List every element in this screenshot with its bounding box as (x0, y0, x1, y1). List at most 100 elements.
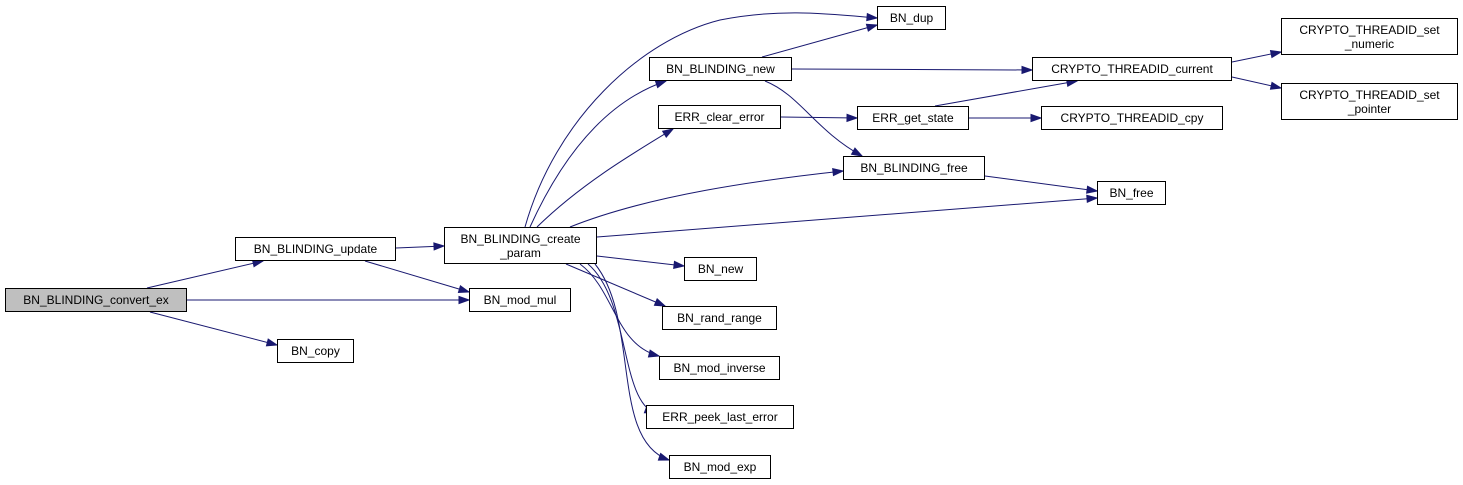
edge-update-to-mod_mul (364, 260, 471, 294)
node-bn-blinding-convert-ex: BN_BLINDING_convert_ex (5, 288, 187, 312)
node-crypto-threadid-cpy[interactable]: CRYPTO_THREADID_cpy (1041, 106, 1223, 130)
edge-err_clear_error-to-err_get_state (780, 113, 859, 123)
node-crypto-threadid-set-pointer[interactable]: CRYPTO_THREADID_set _pointer (1281, 83, 1458, 120)
edge-line (764, 80, 863, 157)
edge-create_param-to-bn_new (596, 255, 686, 269)
edge-line (524, 12, 878, 228)
edge-arrowhead (1021, 65, 1034, 75)
node-err-get-state[interactable]: ERR_get_state (857, 106, 969, 130)
node-bn-blinding-update[interactable]: BN_BLINDING_update (235, 237, 396, 261)
edge-arrowhead (647, 349, 661, 358)
node-label: BN_BLINDING_free (860, 161, 968, 175)
edge-blinding_free-to-bn_free (984, 175, 1099, 194)
edge-arrowhead (1086, 194, 1099, 204)
edge-err_get_state-to-threadid_cpy (969, 113, 1043, 123)
edge-line (596, 197, 1098, 238)
node-bn-rand-range[interactable]: BN_rand_range (662, 306, 777, 330)
node-label: BN_mod_exp (683, 460, 757, 474)
edge-arrowhead (458, 295, 471, 305)
node-crypto-threadid-set-numeric[interactable]: CRYPTO_THREADID_set _numeric (1281, 18, 1458, 55)
edge-line (149, 311, 278, 346)
node-label-line1: CRYPTO_THREADID_set (1299, 87, 1440, 102)
node-label: BN_dup (889, 11, 934, 25)
node-label: BN_free (1109, 186, 1154, 200)
node-label: BN_new (697, 262, 744, 276)
node-label: BN_copy (291, 344, 340, 358)
edge-create_param-to-dup (524, 12, 879, 228)
node-bn-mod-mul[interactable]: BN_mod_mul (469, 288, 571, 312)
edge-convert_ex-to-mod_mul (187, 295, 471, 305)
edge-arrowhead (654, 80, 668, 89)
edge-line (984, 175, 1098, 192)
edge-line (579, 263, 660, 357)
edge-arrowhead (457, 284, 471, 294)
edge-line (761, 24, 878, 58)
node-label: CRYPTO_THREADID_cpy (1060, 111, 1204, 125)
node-label: BN_rand_range (677, 311, 762, 325)
edge-err_get_state-to-threadid_current (934, 78, 1079, 107)
edge-line (587, 263, 656, 414)
edge-create_param-to-blinding_free (569, 167, 845, 228)
node-label: BN_mod_inverse (673, 361, 766, 375)
node-label: BN_mod_mul (483, 293, 557, 307)
node-label: ERR_get_state (872, 111, 954, 125)
node-bn-blinding-create-param[interactable]: BN_BLINDING_create _param (444, 227, 597, 264)
edge-line (791, 68, 1033, 71)
edge-create_param-to-err_clear_error (536, 128, 675, 228)
node-label-line2: _pointer (1347, 101, 1392, 116)
edge-line (569, 170, 844, 228)
edge-arrowhead (866, 12, 879, 22)
node-bn-copy[interactable]: BN_copy (277, 339, 354, 363)
node-label: BN_BLINDING_update (253, 242, 378, 256)
node-label-line1: BN_BLINDING_create (460, 231, 581, 246)
node-crypto-threadid-current[interactable]: CRYPTO_THREADID_current (1032, 57, 1232, 81)
edge-arrowhead (661, 128, 675, 139)
node-label-line2: _param (500, 245, 541, 260)
edge-arrowhead (1269, 49, 1283, 59)
edge-threadid_current-to-threadid_set_pointer (1231, 76, 1283, 90)
node-bn-blinding-free[interactable]: BN_BLINDING_free (843, 156, 985, 180)
node-bn-free[interactable]: BN_free (1097, 181, 1166, 205)
edge-blinding_new-to-blinding_free (764, 80, 864, 157)
edge-line (565, 263, 666, 307)
edge-arrowhead (673, 260, 686, 269)
edge-create_param-to-mod_inverse (579, 263, 661, 358)
node-bn-dup[interactable]: BN_dup (877, 6, 946, 30)
edge-line (146, 260, 264, 289)
node-label-line2: _numeric (1344, 36, 1395, 51)
edge-arrowhead (832, 167, 845, 177)
edge-blinding_new-to-threadid_current (791, 65, 1034, 75)
edge-line (780, 116, 858, 119)
edge-line (934, 80, 1078, 107)
edge-create_param-to-rand_range (565, 263, 667, 307)
edge-line (536, 128, 674, 228)
node-bn-new[interactable]: BN_new (684, 257, 757, 281)
node-bn-mod-exp[interactable]: BN_mod_exp (669, 455, 771, 479)
edge-create_param-to-blinding_new (529, 80, 668, 228)
node-label: CRYPTO_THREADID_current (1051, 62, 1213, 76)
edge-arrowhead (1269, 81, 1283, 90)
node-err-clear-error[interactable]: ERR_clear_error (658, 105, 781, 129)
edge-arrowhead (1086, 185, 1099, 194)
edge-arrowhead (265, 338, 279, 347)
edge-arrowhead (433, 242, 446, 251)
node-label: ERR_clear_error (674, 110, 765, 124)
edge-line (596, 255, 685, 267)
node-bn-mod-inverse[interactable]: BN_mod_inverse (659, 356, 780, 380)
edge-convert_ex-to-update (146, 259, 265, 289)
node-label: BN_BLINDING_new (666, 62, 775, 76)
edge-arrowhead (657, 452, 671, 461)
edge-arrowhead (653, 298, 667, 307)
edge-create_param-to-bn_free (596, 194, 1099, 238)
node-label: BN_BLINDING_convert_ex (23, 293, 169, 307)
edge-arrowhead (846, 113, 859, 123)
node-err-peek-last-error[interactable]: ERR_peek_last_error (646, 405, 794, 429)
node-label: ERR_peek_last_error (662, 410, 778, 424)
edge-line (529, 80, 667, 228)
node-bn-blinding-new[interactable]: BN_BLINDING_new (649, 57, 792, 81)
edge-convert_ex-to-copy (149, 311, 279, 347)
edge-create_param-to-mod_exp (594, 263, 671, 461)
node-label-line1: CRYPTO_THREADID_set (1299, 22, 1440, 37)
